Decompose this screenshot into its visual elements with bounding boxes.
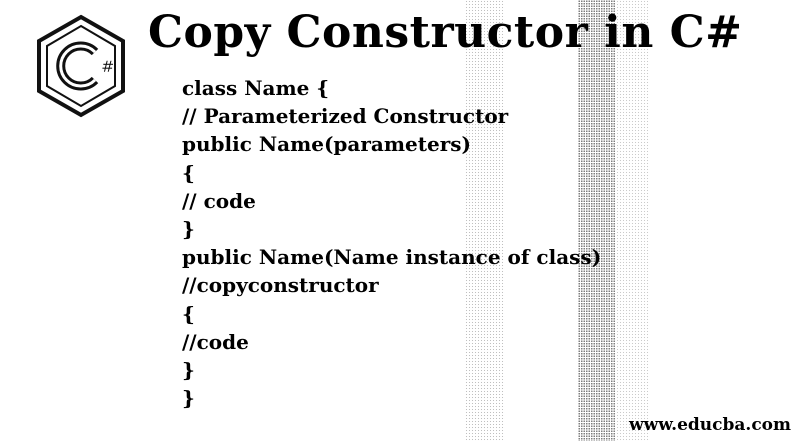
code-line: class Name { — [182, 76, 330, 100]
code-block: class Name { // Parameterized Constructo… — [182, 74, 601, 412]
code-line: { — [182, 160, 195, 185]
code-line: { — [182, 301, 195, 326]
code-line: } — [182, 216, 195, 241]
logo-hash-symbol: # — [101, 57, 114, 76]
website-url: www.educba.com — [628, 415, 791, 435]
csharp-logo-icon: # — [37, 14, 125, 118]
code-line: // Parameterized Constructor — [182, 104, 509, 129]
stipple-band-left — [465, 0, 505, 441]
page-title: Copy Constructor in C# — [148, 7, 743, 58]
code-line: public Name(parameters) — [182, 132, 471, 157]
code-line: } — [182, 357, 195, 382]
stipple-band-right — [616, 0, 650, 441]
code-line: } — [182, 386, 195, 411]
code-line: public Name(Name instance of class) — [182, 245, 602, 270]
code-line: //code — [182, 329, 249, 354]
code-line: //copyconstructor — [182, 273, 379, 298]
stipple-band-center — [578, 0, 616, 441]
code-line: // code — [182, 188, 256, 213]
